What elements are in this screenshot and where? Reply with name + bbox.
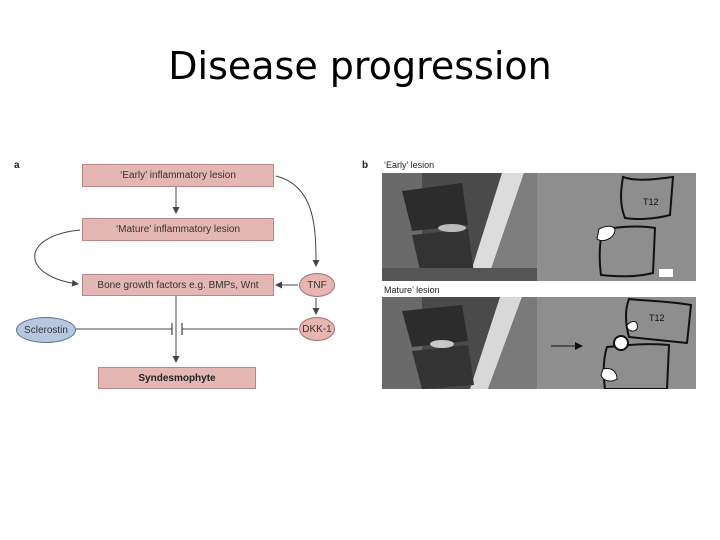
vertebra-label-bottom: T12 bbox=[649, 313, 665, 323]
panel-b-letter: b bbox=[362, 160, 369, 171]
syndesmophyte-box: Syndesmophyte bbox=[98, 367, 256, 389]
mature-mri-image bbox=[382, 297, 537, 389]
early-mri-image bbox=[382, 173, 537, 281]
mature-lesion-label: Mature’ lesion bbox=[384, 285, 440, 295]
tnf-node: TNF bbox=[299, 273, 335, 297]
sclerostin-node: Sclerostin bbox=[16, 317, 76, 343]
growth-factors-box: Bone growth factors e.g. BMPs, Wnt bbox=[82, 274, 274, 296]
mature-vertebra-schematic: T12 bbox=[537, 297, 696, 389]
early-vertebra-schematic: T12 bbox=[537, 173, 696, 281]
slide-title: Disease progression bbox=[168, 44, 552, 88]
mature-lesion-box: ‘Mature’ inflammatory lesion bbox=[82, 218, 274, 241]
arrow-mature-to-growth bbox=[34, 229, 81, 287]
early-lesion-box: ‘Early’ inflammatory lesion bbox=[82, 164, 274, 187]
arrow-early-to-tnf bbox=[275, 175, 320, 267]
dkk1-node: DKK-1 bbox=[299, 317, 335, 341]
vertebra-label-top: T12 bbox=[643, 197, 659, 207]
early-lesion-label: ‘Early’ lesion bbox=[384, 160, 435, 170]
panel-a-letter: a bbox=[14, 160, 20, 171]
